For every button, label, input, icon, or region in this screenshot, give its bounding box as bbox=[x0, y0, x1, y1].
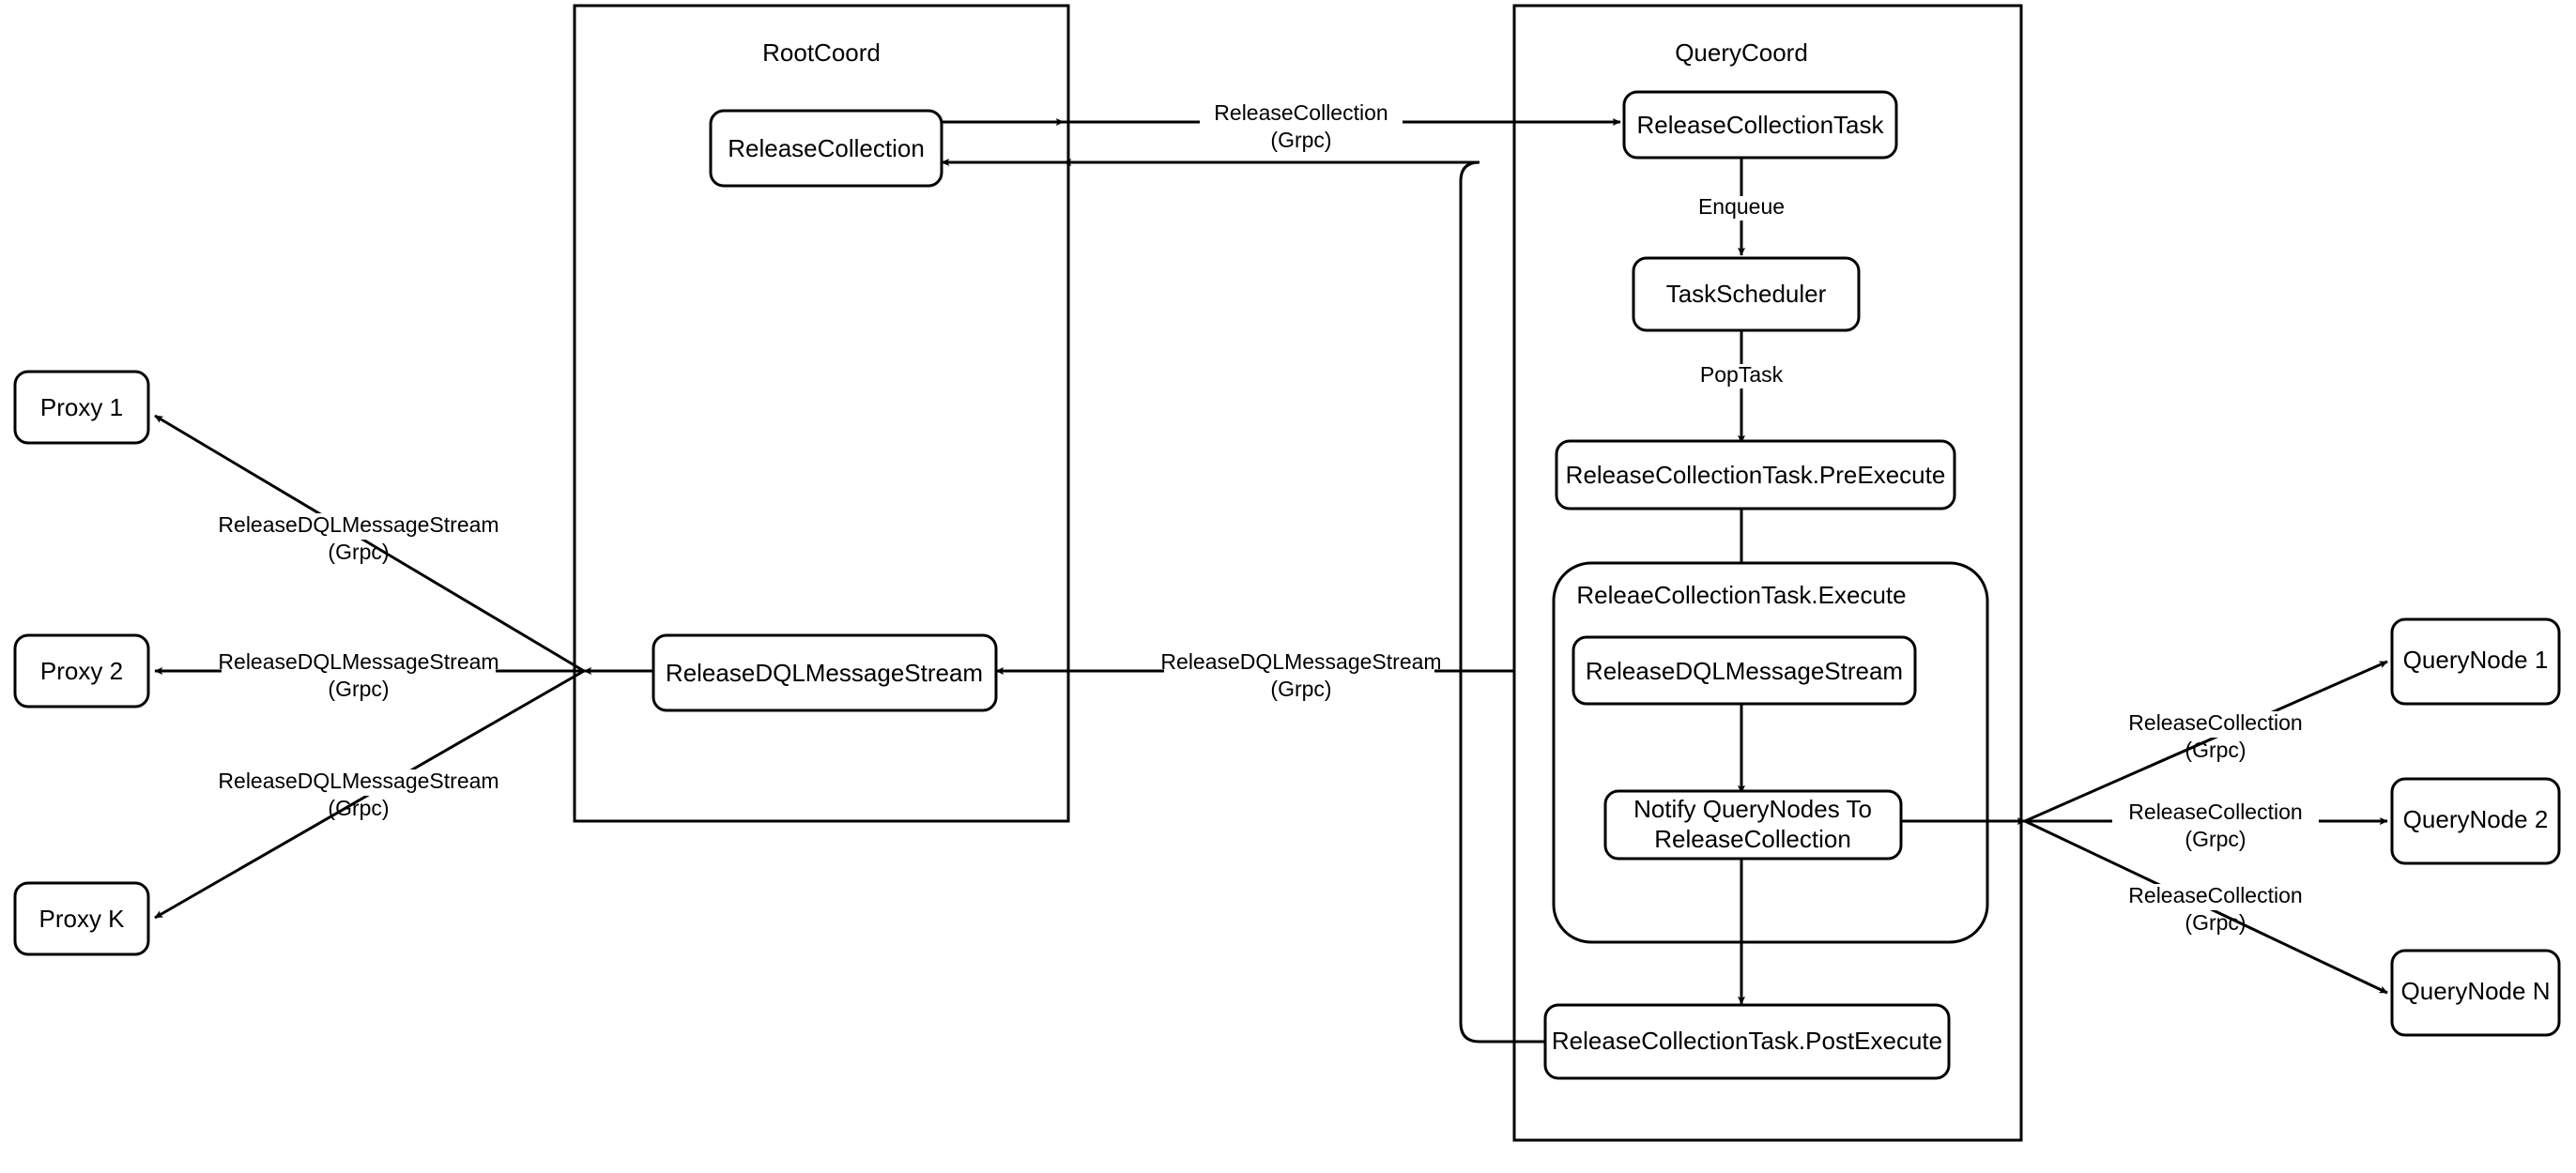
node-querynode-1[interactable]: QueryNode 1 bbox=[2390, 617, 2561, 706]
proxy-2-box[interactable] bbox=[13, 633, 150, 708]
release-collection-task-label: ReleaseCollectionTask bbox=[1636, 111, 1884, 139]
node-task-scheduler[interactable]: TaskScheduler bbox=[1632, 256, 1861, 332]
query-coord-title: QueryCoord bbox=[1675, 38, 1808, 67]
post-execute-box[interactable] bbox=[1543, 1003, 1951, 1080]
proxy-1-label: Proxy 1 bbox=[40, 393, 123, 421]
edge-post-execute-return bbox=[941, 158, 1545, 1044]
edge-qn1-line bbox=[2024, 660, 2388, 823]
post-execute-label: ReleaseCollectionTask.PostExecute bbox=[1552, 1027, 1942, 1055]
edge-release-collection-grpc-qn2: ReleaseCollection (Grpc) bbox=[2025, 800, 2388, 851]
edge-post-execute-return-path-seg1 bbox=[1064, 160, 1545, 1044]
node-execute-release-dql[interactable]: ReleaseDQLMessageStream bbox=[1572, 635, 1917, 706]
task-scheduler-box[interactable] bbox=[1632, 256, 1861, 332]
proxy-k-box[interactable] bbox=[13, 881, 150, 956]
edge-release-collection-grpc: ReleaseCollection (Grpc) bbox=[942, 100, 1621, 152]
edge-enqueue: Enqueue bbox=[1680, 158, 1802, 256]
edge-release-dql-grpc-proxy1-label-line1: ReleaseDQLMessageStream bbox=[218, 512, 498, 537]
node-querynode-2[interactable]: QueryNode 2 bbox=[2390, 777, 2561, 865]
edge-release-dql-grpc-mid-label-line1: ReleaseDQLMessageStream bbox=[1160, 649, 1441, 674]
querynode-n-label: QueryNode N bbox=[2401, 977, 2551, 1005]
release-collection-task-box[interactable] bbox=[1622, 90, 1898, 160]
execute-group-border bbox=[1552, 561, 1989, 944]
edge-release-collection-grpc-qn1-label-line1: ReleaseCollection bbox=[2128, 710, 2302, 735]
edge-release-dql-grpc-proxy1: ReleaseDQLMessageStream (Grpc) bbox=[154, 414, 585, 673]
edge-rc-label-bg bbox=[1200, 101, 1403, 128]
node-rootcoord-release-collection[interactable]: ReleaseCollection bbox=[709, 109, 943, 188]
edge-pop-task: PopTask bbox=[1686, 330, 1797, 444]
node-proxy-1[interactable]: Proxy 1 bbox=[13, 370, 150, 445]
querynode-n-box[interactable] bbox=[2390, 949, 2561, 1037]
notify-querynodes-label-line2: ReleaseCollection bbox=[1654, 825, 1851, 853]
edge-release-collection-grpc-label-line2: (Grpc) bbox=[1270, 128, 1331, 152]
node-proxy-2[interactable]: Proxy 2 bbox=[13, 633, 150, 708]
notify-querynodes-box[interactable] bbox=[1603, 789, 1903, 861]
execute-group-title-bg bbox=[1587, 584, 1955, 610]
proxy-k-label: Proxy K bbox=[38, 905, 125, 933]
edge-release-dql-grpc-proxyk: ReleaseDQLMessageStream (Grpc) bbox=[154, 669, 585, 920]
edge-release-dql-grpc-proxy2-label-line2: (Grpc) bbox=[328, 677, 389, 701]
node-post-execute[interactable]: ReleaseCollectionTask.PostExecute bbox=[1543, 1003, 1951, 1080]
edge-pop-task-label-bg bbox=[1686, 364, 1797, 388]
proxy-1-box[interactable] bbox=[13, 370, 150, 445]
edge-release-dql-grpc-proxyk-label-line2: (Grpc) bbox=[328, 796, 389, 820]
edge-release-collection-grpc-qnn: ReleaseCollection (Grpc) bbox=[2024, 819, 2388, 995]
edge-release-dql-grpc-proxyk-label-line1: ReleaseDQLMessageStream bbox=[218, 769, 498, 793]
rootcoord-release-dql-box[interactable] bbox=[652, 633, 998, 712]
task-scheduler-label: TaskScheduler bbox=[1666, 280, 1827, 308]
edge-proxy2-label-bg bbox=[222, 650, 496, 677]
execute-release-dql-label: ReleaseDQLMessageStream bbox=[1586, 657, 1903, 685]
edge-release-collection-grpc-qn2-label-line1: ReleaseCollection bbox=[2128, 800, 2302, 824]
node-querynode-n[interactable]: QueryNode N bbox=[2390, 949, 2561, 1037]
edge-release-dql-grpc-proxy2-label-line1: ReleaseDQLMessageStream bbox=[218, 649, 498, 674]
node-proxy-k[interactable]: Proxy K bbox=[13, 881, 150, 956]
edge-enqueue-label-bg bbox=[1680, 196, 1802, 221]
edge-qn1-label-bg bbox=[2112, 711, 2319, 738]
rootcoord-release-dql-label: ReleaseDQLMessageStream bbox=[666, 659, 983, 687]
node-rootcoord-release-dql[interactable]: ReleaseDQLMessageStream bbox=[652, 633, 998, 712]
root-coord-title: RootCoord bbox=[762, 38, 881, 67]
notify-querynodes-label-line1: Notify QueryNodes To bbox=[1633, 795, 1872, 823]
edge-release-collection-grpc-qn1-label-line2: (Grpc) bbox=[2185, 738, 2246, 762]
pre-execute-box[interactable] bbox=[1555, 439, 1956, 510]
edge-pop-task-label: PopTask bbox=[1700, 362, 1784, 387]
edge-qn2-label-bg bbox=[2112, 800, 2319, 827]
execute-group-title: ReleaeCollectionTask.Execute bbox=[1576, 581, 1906, 609]
edge-release-collection-grpc-qn1: ReleaseCollection (Grpc) bbox=[2024, 660, 2388, 823]
rootcoord-release-collection-label: ReleaseCollection bbox=[728, 134, 925, 162]
edge-release-collection-grpc-qnn-label-line2: (Grpc) bbox=[2185, 910, 2246, 935]
edge-proxy1-label-bg bbox=[222, 513, 496, 540]
querynode-2-label: QueryNode 2 bbox=[2403, 805, 2549, 833]
edge-enqueue-label: Enqueue bbox=[1698, 194, 1785, 219]
edge-release-collection-grpc-qnn-label-line1: ReleaseCollection bbox=[2128, 883, 2302, 907]
edge-release-dql-grpc-proxy1-label-line2: (Grpc) bbox=[328, 540, 389, 564]
node-notify-querynodes[interactable]: Notify QueryNodes To ReleaseCollection bbox=[1603, 789, 1903, 861]
execute-release-dql-box[interactable] bbox=[1572, 635, 1917, 706]
querynode-1-label: QueryNode 1 bbox=[2403, 646, 2549, 674]
edge-proxy1-line bbox=[154, 414, 585, 673]
rootcoord-release-collection-box[interactable] bbox=[709, 109, 943, 188]
edge-release-dql-grpc-proxy2: ReleaseDQLMessageStream (Grpc) bbox=[154, 649, 584, 701]
proxy-2-label: Proxy 2 bbox=[40, 657, 123, 685]
container-execute-group: ReleaeCollectionTask.Execute bbox=[1552, 561, 1989, 944]
pre-execute-label: ReleaseCollectionTask.PreExecute bbox=[1566, 461, 1946, 489]
edge-dql-mid-label-bg bbox=[1164, 650, 1434, 677]
node-release-collection-task[interactable]: ReleaseCollectionTask bbox=[1622, 90, 1898, 160]
querynode-1-box[interactable] bbox=[2390, 617, 2561, 706]
node-pre-execute[interactable]: ReleaseCollectionTask.PreExecute bbox=[1555, 439, 1956, 510]
edge-release-collection-grpc-qn2-label-line2: (Grpc) bbox=[2185, 827, 2246, 851]
edge-release-collection-grpc-label-line1: ReleaseCollection bbox=[1214, 100, 1388, 125]
edge-qnn-label-bg bbox=[2112, 884, 2319, 910]
edge-release-dql-grpc-mid-label-line2: (Grpc) bbox=[1270, 677, 1331, 701]
querynode-2-box[interactable] bbox=[2390, 777, 2561, 865]
edge-proxyk-label-bg bbox=[222, 769, 496, 796]
